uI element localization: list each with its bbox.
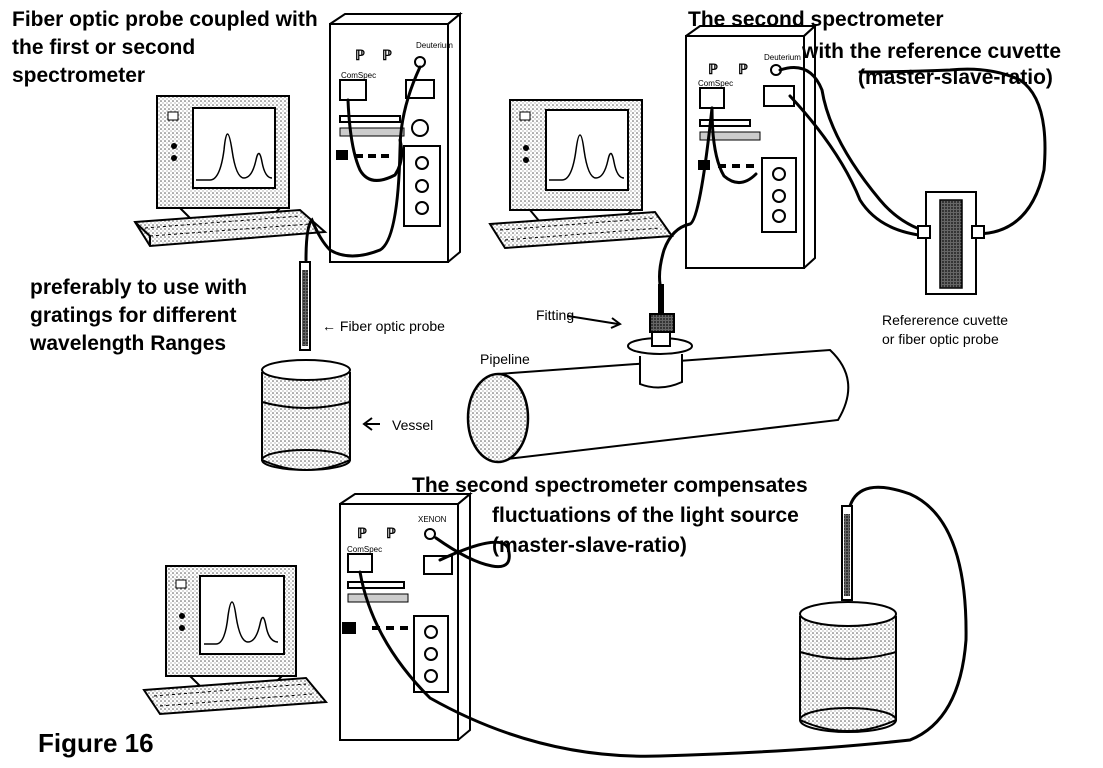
keyboard-1 xyxy=(133,208,328,248)
vessel-label: Vessel xyxy=(392,417,433,433)
svg-text:ℙ: ℙ xyxy=(382,47,392,63)
reference-cuvette xyxy=(917,191,985,295)
preferably-line2: gratings for different xyxy=(30,304,237,327)
fiber-optic-probe-1 xyxy=(299,261,311,351)
probe-coupled-line1: Fiber optic probe coupled with xyxy=(12,8,318,31)
svg-text:ℙ: ℙ xyxy=(738,61,748,77)
compensates-line1: The second spectrometer compensates xyxy=(412,474,808,497)
reference-cuvette-small-line2: or fiber optic probe xyxy=(882,331,999,347)
monitor-1 xyxy=(156,95,290,219)
compensates-line3: (master-slave-ratio) xyxy=(492,534,687,557)
xenon-label: XENON xyxy=(418,515,447,524)
figure-caption: Figure 16 xyxy=(38,728,154,758)
probe-coupled-line2: the first or second xyxy=(12,36,195,59)
pipeline-label: Pipeline xyxy=(480,351,530,367)
pipeline xyxy=(466,348,850,464)
workstation-3: ComSpec XENON ℙ ℙ xyxy=(142,485,968,758)
reference-cuvette-line2: (master-slave-ratio) xyxy=(858,66,1053,89)
keyboard-3 xyxy=(142,676,329,716)
deuterium-label-1: Deuterium xyxy=(416,41,453,50)
spectrometer-3: ComSpec XENON ℙ ℙ xyxy=(339,491,473,741)
keyboard-2 xyxy=(488,210,674,250)
probe-coupled-line3: spectrometer xyxy=(12,64,145,87)
monitor-2 xyxy=(509,99,643,223)
spectrometer-1: ComSpec Deuterium ℙ ℙ xyxy=(329,11,463,263)
spectrometer-2: ComSpec Deuterium ℙ ℙ xyxy=(685,23,818,269)
svg-text:ℙ: ℙ xyxy=(357,525,367,541)
second-spectrometer-title: The second spectrometer xyxy=(688,8,944,31)
comspec-label-3: ComSpec xyxy=(347,545,382,554)
vessel-2 xyxy=(799,601,897,733)
svg-text:ℙ: ℙ xyxy=(386,525,396,541)
fitting xyxy=(627,284,693,355)
reference-cuvette-line1: with the reference cuvette xyxy=(801,40,1061,63)
svg-text:ℙ: ℙ xyxy=(355,47,365,63)
deuterium-label-2: Deuterium xyxy=(764,53,801,62)
fiber-optic-probe-2 xyxy=(841,505,853,601)
preferably-line3: wavelength Ranges xyxy=(29,332,226,355)
fitting-label: Fitting xyxy=(536,307,574,323)
vessel-1 xyxy=(261,359,351,471)
fiber-optic-probe-label: ← Fiber optic probe xyxy=(322,318,445,334)
reference-cuvette-small-line1: Refererence cuvette xyxy=(882,312,1008,328)
svg-text:ℙ: ℙ xyxy=(708,61,718,77)
workstation-1: ComSpec Deuterium ℙ ℙ xyxy=(133,11,463,263)
comspec-label-2: ComSpec xyxy=(698,79,733,88)
preferably-line1: preferably to use with xyxy=(30,276,247,299)
monitor-3 xyxy=(165,565,297,687)
compensates-line2: fluctuations of the light source xyxy=(492,504,799,527)
workstation-2: ComSpec Deuterium ℙ ℙ xyxy=(488,23,1047,286)
comspec-label-1: ComSpec xyxy=(341,71,376,80)
